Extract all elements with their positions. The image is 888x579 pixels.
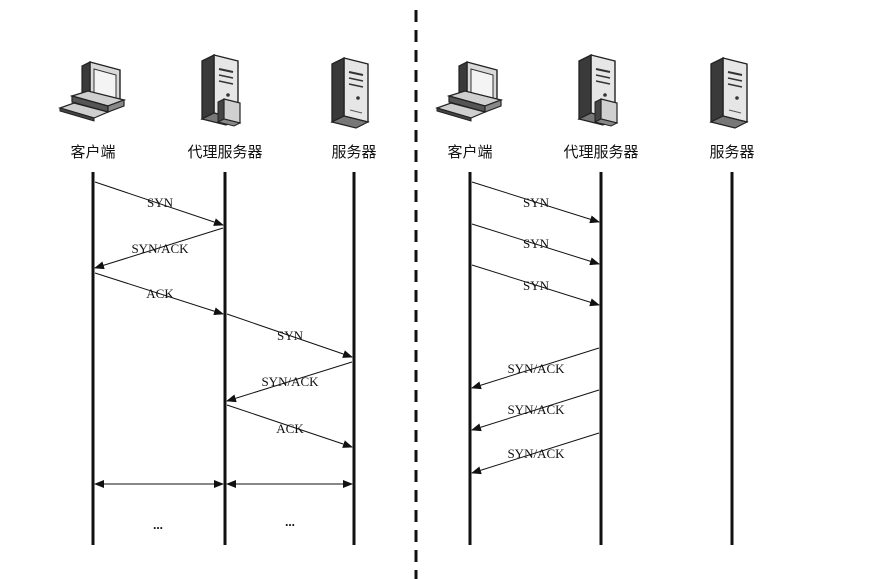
msg-label: SYN	[523, 195, 550, 210]
desktop-computer-icon	[436, 61, 502, 122]
arrow-syn	[471, 264, 600, 307]
arrow-synack	[94, 227, 224, 270]
arrow-synack	[226, 361, 353, 403]
msg-label: ACK	[276, 421, 304, 436]
msg-label: SYN/ACK	[507, 361, 565, 376]
participant-client-label: 客户端	[70, 144, 115, 161]
arrow-synack	[471, 389, 600, 432]
msg-label: SYN	[277, 328, 304, 343]
arrow-synack	[471, 347, 600, 390]
msg-label: SYN	[523, 278, 550, 293]
participant-server-label: 服务器	[709, 144, 754, 161]
msg-label: ACK	[146, 286, 174, 301]
arrow-syn	[94, 181, 224, 226]
msg-label: SYN/ACK	[261, 374, 319, 389]
desktop-computer-icon	[59, 61, 125, 122]
arrow-syn	[471, 223, 600, 266]
ellipsis: ...	[153, 517, 163, 532]
arrow-syn	[471, 181, 600, 224]
participant-proxy-label: 代理服务器	[563, 144, 638, 161]
arrow-synack	[471, 432, 600, 475]
msg-label: SYN	[523, 236, 550, 251]
msg-label: SYN/ACK	[131, 241, 189, 256]
server-tower-icon	[331, 57, 369, 129]
msg-label: SYN/ACK	[507, 402, 565, 417]
proxy-server-icon	[202, 55, 240, 126]
right-panel: 客户端 代理服务器 服务器 SYN SYN SYN SYN/ACK SYN/AC…	[436, 55, 755, 545]
arrow-ack	[94, 272, 224, 316]
proxy-server-icon	[579, 55, 617, 126]
participant-server-label: 服务器	[331, 144, 376, 161]
ellipsis: ...	[285, 514, 295, 529]
participant-proxy-label: 代理服务器	[187, 144, 262, 161]
arrow-ack	[226, 404, 353, 448]
server-tower-icon	[710, 57, 748, 129]
msg-label: SYN/ACK	[507, 446, 565, 461]
participant-client-label: 客户端	[447, 144, 492, 161]
left-panel: 客户端 代理服务器 服务器 SYN SYN/ACK ACK SYN SYN/AC…	[59, 55, 377, 545]
arrow-syn	[226, 313, 353, 358]
msg-label: SYN	[147, 195, 174, 210]
